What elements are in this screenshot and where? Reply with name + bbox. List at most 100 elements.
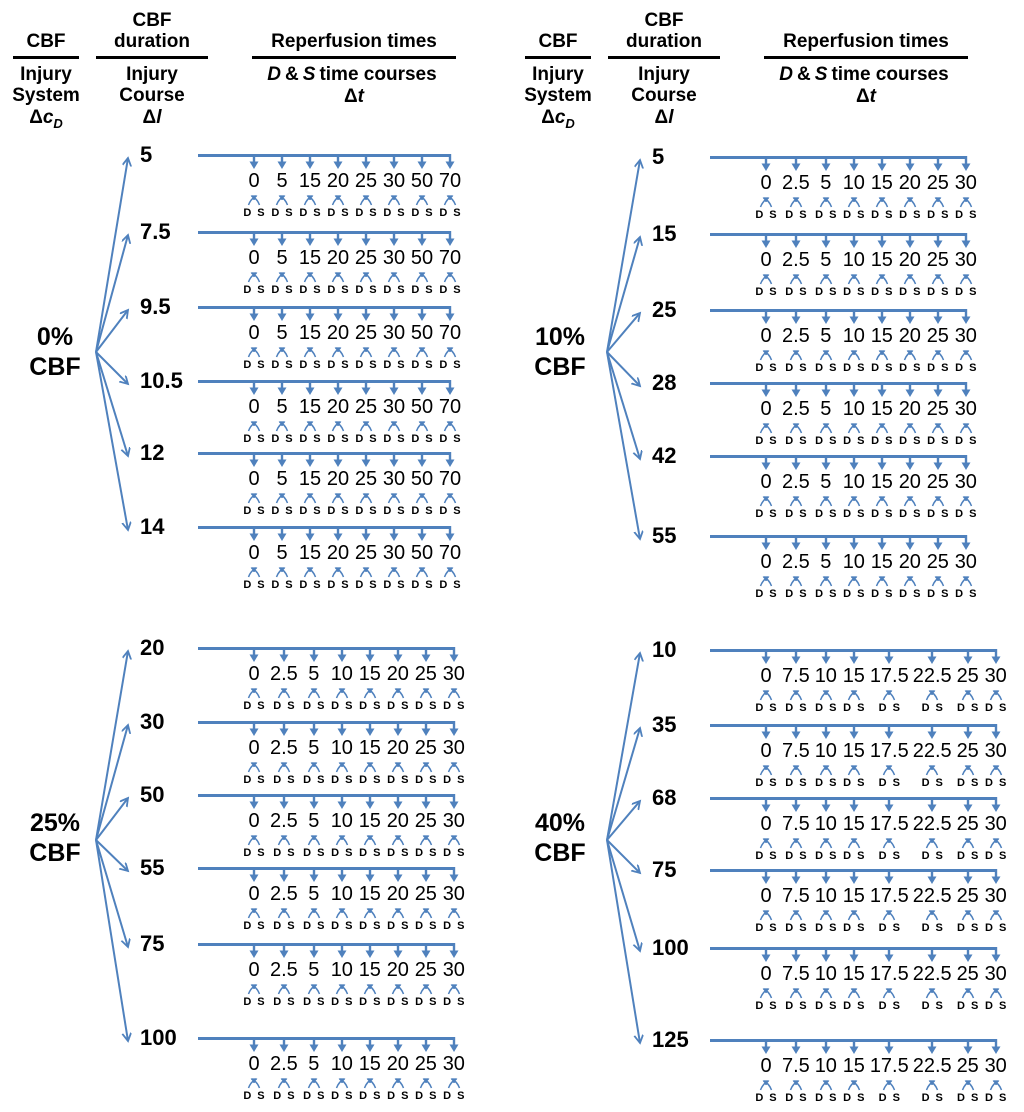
timeline-cells: 0 D S 7.5 D S 10 xyxy=(710,649,1008,714)
reperfusion-timepoint: 0 D S xyxy=(754,869,778,934)
ds-s-label: S xyxy=(313,433,321,445)
ds-d-label: D xyxy=(878,702,887,714)
reperfusion-time-value: 15 xyxy=(842,1055,865,1077)
ds-crossing-curves-icon xyxy=(335,984,349,995)
ds-labels: D S xyxy=(415,847,436,859)
reperfusion-timepoint: 2.5 D S xyxy=(782,156,810,221)
ds-s-label: S xyxy=(397,505,405,517)
reperfusion-time-value: 7.5 xyxy=(782,813,810,835)
ds-d-label: D xyxy=(955,362,964,374)
ds-labels: D S xyxy=(922,1000,943,1012)
ds-d-label: D xyxy=(327,433,336,445)
header-reperfusion-symbol: Δt xyxy=(756,86,976,107)
reperfusion-timepoint: 25 D S xyxy=(414,721,438,786)
ds-d-label: D xyxy=(243,996,252,1008)
header-underline xyxy=(764,56,968,59)
t-variable: t xyxy=(869,85,876,107)
ampersand: & xyxy=(285,63,299,85)
ds-crossing-curves-icon xyxy=(415,347,429,358)
reperfusion-timepoint: 10 D S xyxy=(814,724,838,789)
ds-d-label: D xyxy=(957,922,965,934)
ds-crossing-curves-icon xyxy=(391,762,405,773)
reperfusion-timepoint: 15 D S xyxy=(842,649,866,714)
down-arrow-icon xyxy=(991,869,1001,884)
ds-s-label: S xyxy=(885,588,893,600)
ds-crossing-curves-icon xyxy=(391,908,405,919)
ds-labels: D S xyxy=(755,508,776,520)
ds-crossing-curves-icon xyxy=(247,835,261,846)
fan-arrow xyxy=(606,801,640,841)
timeline-cells: 0 D S 7.5 D S 10 xyxy=(710,869,1008,934)
ds-d-label: D xyxy=(243,920,252,932)
ds-crossing-curves-icon xyxy=(931,496,945,507)
reperfusion-timepoint: 10 D S xyxy=(814,869,838,934)
ds-s-label: S xyxy=(913,209,921,221)
ds-d-label: D xyxy=(299,284,308,296)
injury-duration-label: 75 xyxy=(140,931,165,956)
ds-crossing-curves-icon xyxy=(989,1080,1002,1091)
ds-d-label: D xyxy=(443,700,452,712)
reperfusion-timeline: 0 D S 7.5 D S 10 xyxy=(710,649,1008,714)
reperfusion-time-value: 2.5 xyxy=(782,471,810,493)
ds-s-label: S xyxy=(799,1000,807,1012)
injury-duration-label: 25 xyxy=(652,297,677,322)
reperfusion-timepoint: 20 D S xyxy=(326,380,350,445)
ds-s-label: S xyxy=(998,702,1007,714)
ds-crossing-curves-icon xyxy=(359,567,373,578)
ds-crossing-curves-icon xyxy=(759,910,773,921)
ds-crossing-curves-icon xyxy=(926,1080,939,1091)
ds-s-label: S xyxy=(998,1092,1007,1104)
ds-labels: D S xyxy=(985,850,1006,862)
ds-s-label: S xyxy=(369,433,377,445)
ds-s-label: S xyxy=(969,588,977,600)
reperfusion-time-value: 20 xyxy=(898,325,921,347)
reperfusion-timepoint: 5 D S xyxy=(302,647,326,712)
header-duration-title-line1: CBF xyxy=(132,10,172,31)
delta-symbol: Δ xyxy=(541,106,555,128)
reperfusion-time-value: 30 xyxy=(984,885,1007,907)
ds-crossing-curves-icon xyxy=(359,347,373,358)
ds-crossing-curves-icon xyxy=(363,835,377,846)
reperfusion-timepoint: 20 D S xyxy=(898,382,922,447)
reperfusion-timepoint: 30 D S xyxy=(954,382,978,447)
ds-crossing-curves-icon xyxy=(247,493,261,504)
ds-s-label: S xyxy=(369,359,377,371)
reperfusion-timepoint: 2.5 D S xyxy=(782,455,810,520)
ds-labels: D S xyxy=(815,362,836,374)
ds-d-label: D xyxy=(299,505,308,517)
ds-crossing-curves-icon xyxy=(819,910,833,921)
reperfusion-timepoint: 5 D S xyxy=(302,794,326,859)
reperfusion-time-value: 25 xyxy=(926,249,949,271)
ds-s-label: S xyxy=(285,207,293,219)
ds-crossing-curves-icon xyxy=(275,195,289,206)
ds-s-label: S xyxy=(257,579,265,591)
ds-labels: D S xyxy=(273,920,294,932)
ds-crossing-curves-icon xyxy=(883,910,896,921)
reperfusion-timeline: 0 D S 2.5 D S 5 xyxy=(710,382,978,447)
reperfusion-time-value: 15 xyxy=(870,471,893,493)
reperfusion-timepoint: 2.5 D S xyxy=(270,943,298,1008)
reperfusion-time-value: 50 xyxy=(410,322,434,344)
reperfusion-timepoint: 20 D S xyxy=(386,647,410,712)
reperfusion-time-value: 5 xyxy=(820,249,832,271)
reperfusion-timepoint: 15 D S xyxy=(842,724,866,789)
reperfusion-timeline: 0 D S 2.5 D S 5 xyxy=(198,1037,466,1102)
ds-crossing-curves-icon xyxy=(959,423,973,434)
reperfusion-timepoint: 0 D S xyxy=(754,309,778,374)
ds-d-label: D xyxy=(927,508,936,520)
d-variable: D xyxy=(779,63,794,85)
cbf-group-label: 0% CBF xyxy=(9,322,101,382)
ds-s-label: S xyxy=(829,777,837,789)
ds-labels: D S xyxy=(922,850,943,862)
reperfusion-timeline: 0 D S 7.5 D S 10 xyxy=(710,947,1008,1012)
timeline-axis xyxy=(710,797,996,800)
reperfusion-time-value: 0 xyxy=(760,740,772,762)
ds-crossing-curves-icon xyxy=(789,423,803,434)
ds-d-label: D xyxy=(383,579,392,591)
reperfusion-timepoint: 50 D S xyxy=(410,380,434,445)
reperfusion-timepoint: 15 D S xyxy=(870,382,894,447)
ds-s-label: S xyxy=(453,579,461,591)
ds-s-label: S xyxy=(829,922,837,934)
ds-s-label: S xyxy=(970,922,979,934)
reperfusion-time-value: 50 xyxy=(410,542,434,564)
